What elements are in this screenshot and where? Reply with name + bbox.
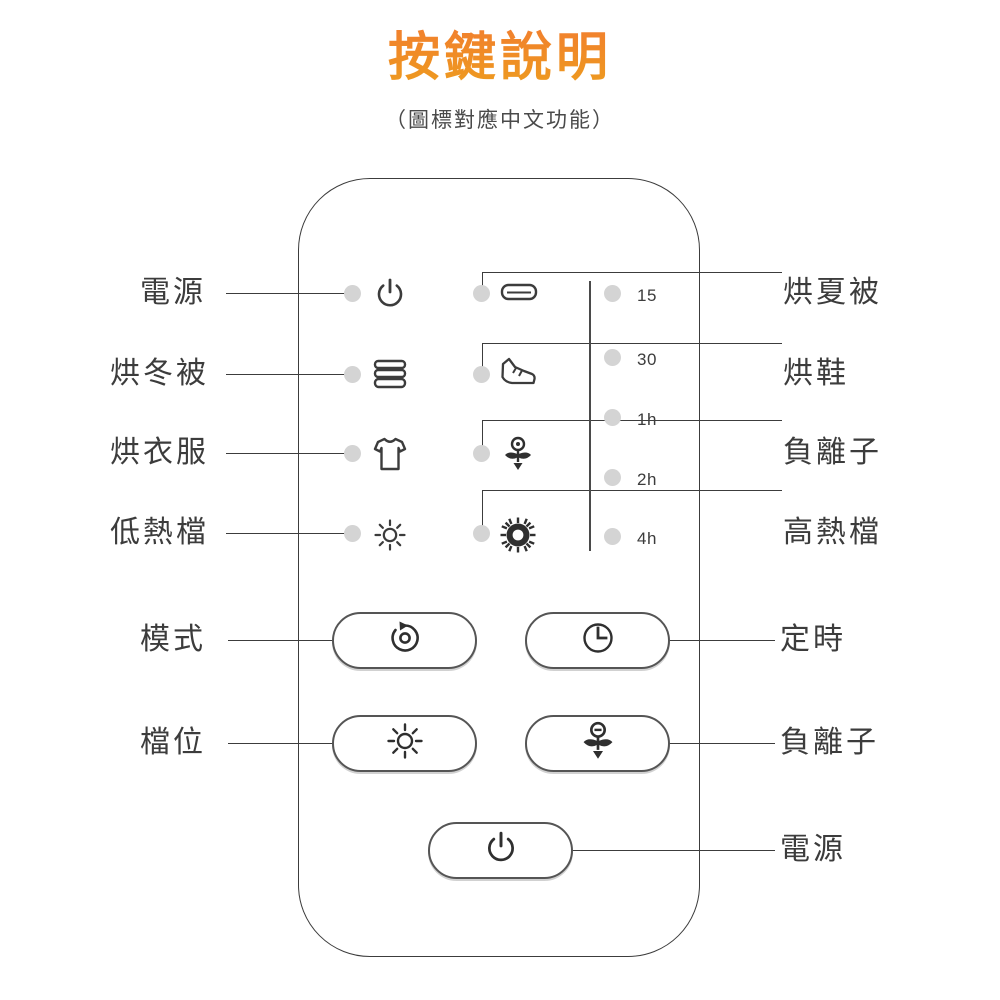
led-small-sun: [344, 525, 361, 542]
small-sun-icon: [373, 518, 407, 552]
page-title: 按鍵說明: [0, 0, 1000, 84]
timer-label-1h: 1h: [637, 410, 657, 429]
timer-label-2h: 2h: [637, 470, 657, 489]
led-sunburst: [473, 525, 490, 542]
timer-label-30: 30: [637, 350, 657, 369]
leader-stub-mid-4: [482, 490, 483, 534]
header: 按鍵說明 （圖標對應中文功能）: [0, 0, 1000, 134]
led-shoe: [473, 366, 490, 383]
led-ion: [473, 445, 490, 462]
leader-line-mode: [228, 640, 383, 641]
power-button[interactable]: [428, 822, 573, 879]
thick-quilt-icon: [371, 358, 409, 392]
label-left-tshirt: 烘衣服: [110, 436, 209, 469]
leader-stub-mid-3: [482, 420, 483, 454]
leader-line-timer: [645, 640, 775, 641]
label-left-thick-quilt: 烘冬被: [110, 357, 209, 390]
label-power-btn: 電源: [780, 833, 846, 866]
label-level: 檔位: [140, 726, 206, 759]
leader-line-mid-3: [482, 420, 782, 421]
leader-line-left-3: [226, 453, 346, 454]
level-button[interactable]: [332, 715, 477, 772]
leader-line-left-4: [226, 533, 346, 534]
leader-line-power: [520, 850, 775, 851]
led-timer-2h: [604, 469, 621, 486]
sun-icon: [386, 722, 424, 765]
label-right-high-heat: 高熱檔: [783, 516, 882, 549]
led-power: [344, 285, 361, 302]
timer-label-4h: 4h: [637, 529, 657, 548]
led-thick-quilt: [344, 366, 361, 383]
label-left-low-heat: 低熱檔: [110, 516, 209, 549]
sunburst-icon: [499, 516, 537, 554]
leader-line-mid-2: [482, 343, 782, 344]
ion-button[interactable]: [525, 715, 670, 772]
ion-plant-icon: [501, 436, 535, 472]
label-timer: 定時: [780, 623, 846, 656]
leader-line-mid-1: [482, 272, 782, 273]
led-thin-quilt: [473, 285, 490, 302]
led-timer-1h: [604, 409, 621, 426]
timer-button[interactable]: [525, 612, 670, 669]
led-tshirt: [344, 445, 361, 462]
mode-button[interactable]: [332, 612, 477, 669]
label-right-shoe: 烘鞋: [783, 357, 849, 390]
label-ion: 負離子: [780, 726, 879, 759]
power-icon: [482, 829, 520, 872]
panel-divider: [589, 281, 591, 551]
leader-line-mid-4: [482, 490, 782, 491]
label-left-power: 電源: [140, 276, 206, 309]
leader-line-ion: [645, 743, 775, 744]
tshirt-icon: [373, 436, 407, 472]
label-right-ion: 負離子: [783, 436, 882, 469]
clock-icon: [579, 619, 617, 662]
label-mode: 模式: [140, 623, 206, 656]
leader-line-level: [228, 743, 383, 744]
power-icon: [372, 276, 408, 312]
label-right-thin-quilt: 烘夏被: [783, 276, 882, 309]
shoe-icon: [498, 356, 538, 388]
leader-stub-mid-2: [482, 343, 483, 375]
leader-line-left-2: [226, 374, 346, 375]
mode-cycle-icon: [386, 619, 424, 662]
led-timer-4h: [604, 528, 621, 545]
led-timer-15: [604, 285, 621, 302]
led-timer-30: [604, 349, 621, 366]
leader-stub-mid-1: [482, 272, 483, 294]
timer-label-15: 15: [637, 286, 657, 305]
ion-plant-icon: [579, 721, 617, 766]
thin-quilt-icon: [499, 280, 539, 306]
leader-line-left-1: [226, 293, 346, 294]
page-subtitle: （圖標對應中文功能）: [385, 109, 615, 132]
